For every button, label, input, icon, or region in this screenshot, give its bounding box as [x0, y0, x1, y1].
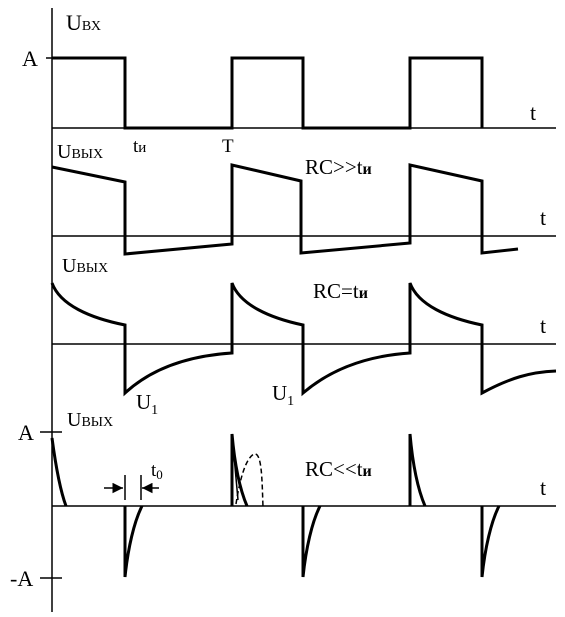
u1-label-second: U1	[272, 381, 294, 409]
period-label: T	[222, 136, 234, 157]
rc-large-signal-label: UВЫХ	[57, 141, 103, 163]
pulse-width-label: tи	[133, 136, 146, 157]
u1-label-first: U1	[136, 390, 158, 418]
input-signal-label: UВХ	[66, 10, 101, 35]
rc-small-signal-label: UВЫХ	[67, 409, 113, 431]
spike-pos-2	[230, 433, 249, 507]
panel-rc-large: UВЫХ RC>>tи t	[51, 141, 556, 256]
rc-small-time-label: t	[540, 475, 546, 500]
rc-equal-time-label: t	[540, 313, 546, 338]
spike-neg-1	[123, 505, 144, 578]
input-pulse-train	[52, 56, 484, 130]
pos-level-label: A	[18, 420, 34, 445]
panel-rc-equal: UВЫХ RC=tи t U1 U1	[50, 255, 557, 418]
output-waveform-rc-large	[51, 163, 519, 256]
spike-pos-3	[408, 433, 427, 507]
panel-input: UВХ A t tи T	[22, 10, 556, 157]
spike-pos-2-shadow	[231, 433, 239, 501]
spike-pos-1	[50, 437, 68, 507]
rc-equal-condition: RC=tи	[313, 279, 368, 303]
input-time-label: t	[530, 100, 536, 125]
neg-level-label: -A	[10, 566, 33, 591]
input-level-label: A	[22, 46, 38, 71]
rc-equal-signal-label: UВЫХ	[62, 255, 108, 277]
spike-neg-3	[480, 505, 501, 578]
rc-large-time-label: t	[540, 205, 546, 230]
spike-neg-2	[301, 505, 322, 578]
output-waveform-rc-equal	[50, 282, 557, 397]
recovery-time-label: t0	[151, 460, 163, 482]
panel-rc-small: UВЫХ RC<<tи t A -A t0	[10, 409, 556, 591]
rc-small-condition: RC<<tи	[305, 457, 372, 481]
rc-large-condition: RC>>tи	[305, 155, 372, 179]
